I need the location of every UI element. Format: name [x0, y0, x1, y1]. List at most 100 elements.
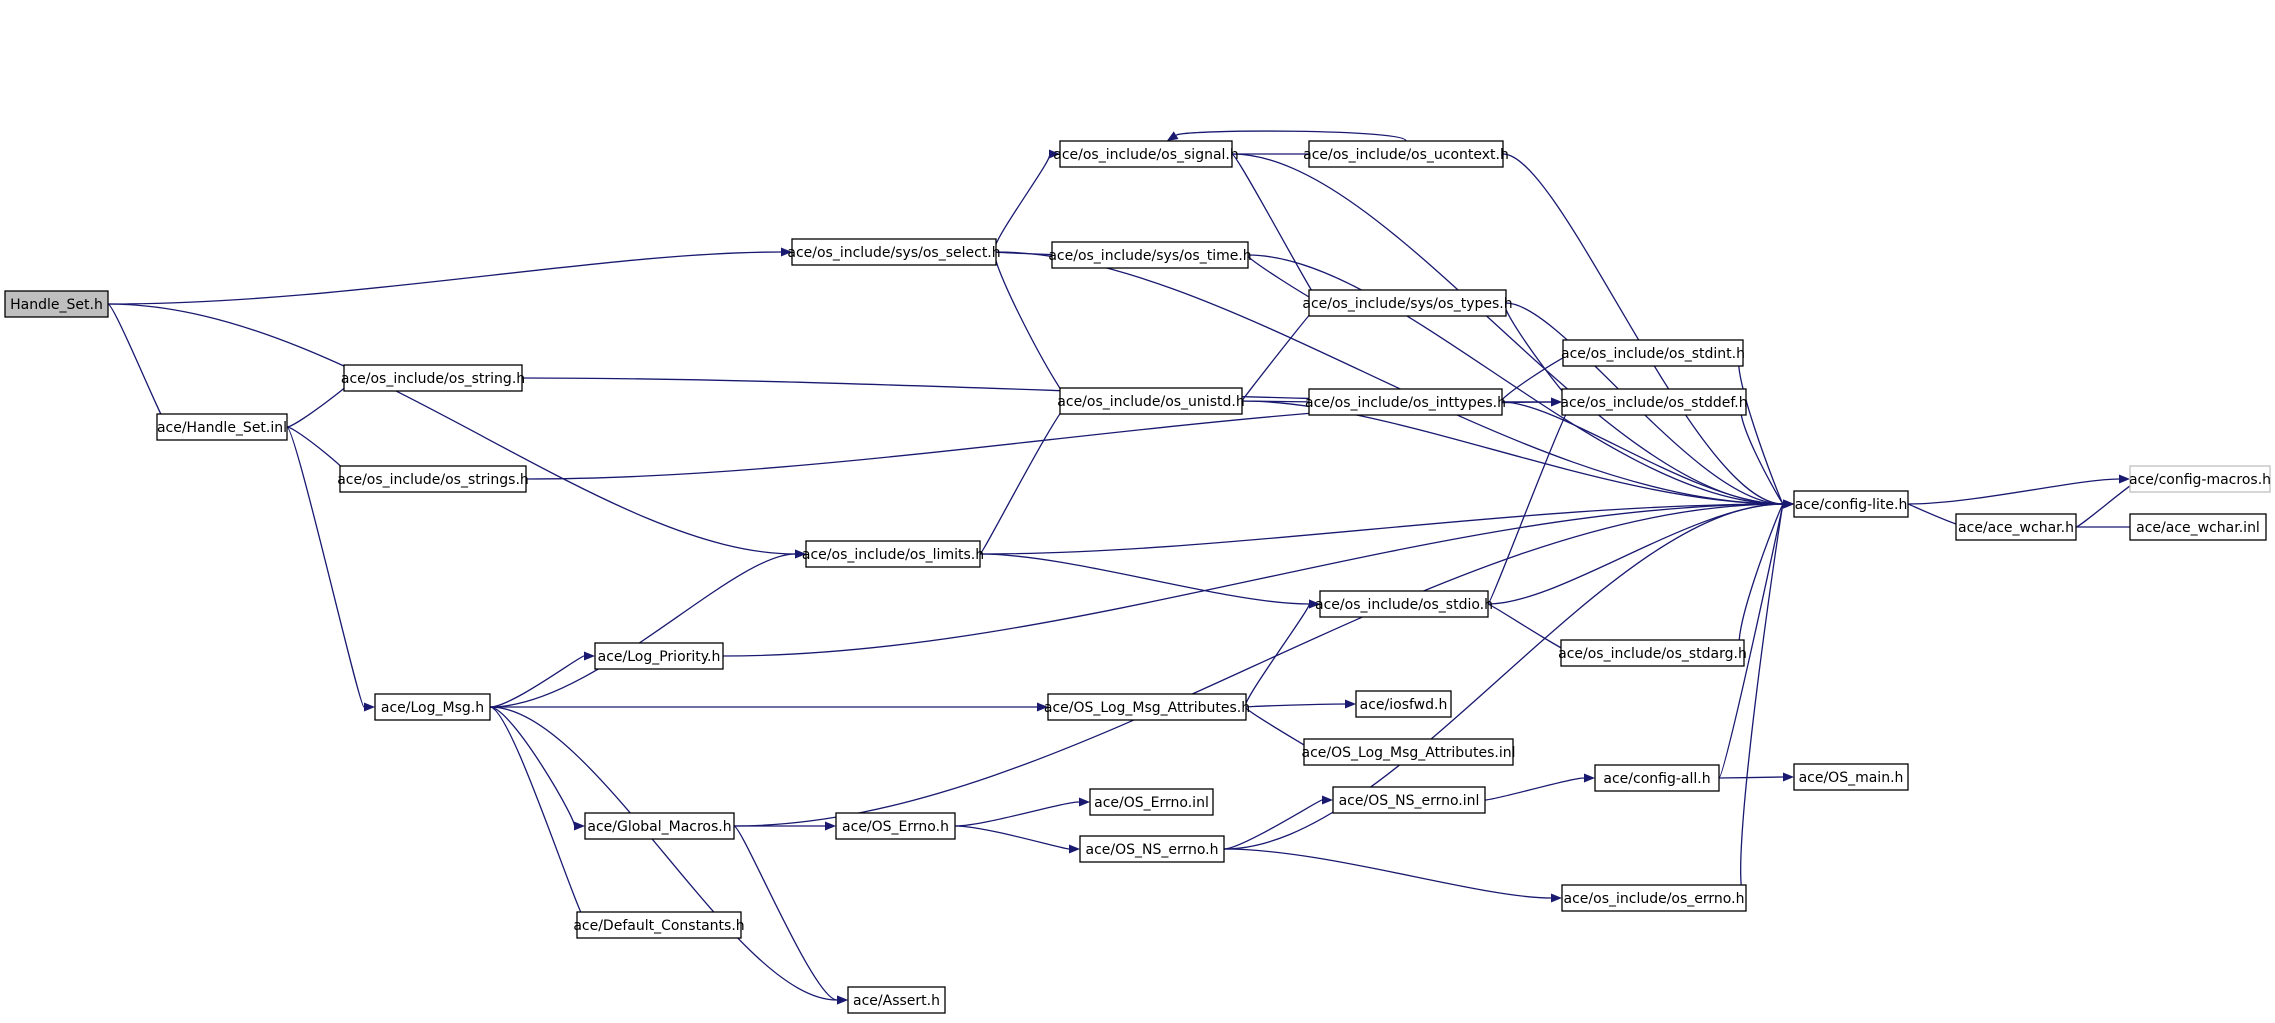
node-label: ace/os_include/os_ucontext.h	[1303, 147, 1509, 163]
node-os-stddef[interactable]: ace/os_include/os_stddef.h	[1560, 388, 1748, 416]
edge-line	[286, 426, 365, 708]
node-box	[835, 812, 956, 840]
node-os-ucontext[interactable]: ace/os_include/os_ucontext.h	[1303, 140, 1509, 168]
edge-line	[489, 706, 589, 926]
edge-line	[1484, 777, 1585, 801]
arrowhead	[1309, 599, 1320, 609]
edge-line	[1247, 254, 1784, 505]
node-box	[2129, 465, 2271, 493]
edge-line	[1738, 503, 1784, 654]
edge-line	[1231, 153, 1784, 505]
node-log-msg[interactable]: ace/Log_Msg.h	[374, 693, 491, 721]
node-label: ace/os_include/os_stdio.h	[1315, 597, 1493, 613]
edge-os_unistd-to-os_types	[1241, 298, 1321, 402]
node-os-string[interactable]: ace/os_include/os_string.h	[341, 364, 525, 392]
node-ace-wchar-inl[interactable]: ace/ace_wchar.inl	[2129, 513, 2267, 541]
node-os-log-msg-attr-inl[interactable]: ace/OS_Log_Msg_Attributes.inl	[1302, 738, 1516, 766]
edge-handle_set_h-to-os_select	[107, 247, 792, 305]
node-label: ace/Default_Constants.h	[573, 918, 744, 934]
node-label: ace/os_include/os_inttypes.h	[1305, 395, 1506, 411]
edge-log_msg-to-assert_h	[489, 706, 848, 1005]
node-handle-set-h[interactable]: Handle_Set.h	[4, 290, 109, 318]
arrowhead	[1551, 893, 1562, 903]
node-box	[1561, 884, 1747, 912]
node-os-inttypes[interactable]: ace/os_include/os_inttypes.h	[1305, 388, 1506, 416]
node-box	[1059, 140, 1233, 168]
node-label: ace/os_include/os_limits.h	[802, 547, 984, 563]
arrowhead	[1049, 149, 1060, 159]
node-os-select[interactable]: ace/os_include/sys/os_select.h	[787, 238, 1001, 266]
arrowhead	[1584, 773, 1595, 783]
edge-os_limits-to-os_unistd	[979, 396, 1072, 555]
edge-os_ns_errno_inl-to-config_all	[1484, 773, 1595, 801]
node-label: ace/Log_Priority.h	[598, 649, 721, 665]
edge-os_select-to-os_unistd	[994, 251, 1072, 406]
node-log-priority[interactable]: ace/Log_Priority.h	[594, 642, 724, 670]
node-os-signal[interactable]: ace/os_include/os_signal.h	[1053, 140, 1239, 168]
node-config-macros[interactable]: ace/config-macros.h	[2129, 465, 2271, 493]
node-label: ace/config-lite.h	[1795, 497, 1908, 513]
node-ace-wchar-h[interactable]: ace/ace_wchar.h	[1955, 513, 2077, 541]
edge-os_stdarg-to-config_lite	[1738, 499, 1794, 654]
node-box	[1594, 764, 1720, 792]
node-os-time[interactable]: ace/os_include/sys/os_time.h	[1048, 241, 1252, 269]
node-assert-h[interactable]: ace/Assert.h	[847, 986, 946, 1014]
node-os-stdio[interactable]: ace/os_include/os_stdio.h	[1315, 590, 1493, 618]
node-os-main[interactable]: ace/OS_main.h	[1793, 763, 1909, 791]
node-box	[1332, 786, 1486, 814]
node-handle-set-inl[interactable]: ace/Handle_Set.inl	[156, 413, 288, 441]
nodes-layer: Handle_Set.h ace/Handle_Set.inl ace/os_inc…	[4, 140, 2271, 1014]
edge-os_signal-to-os_types	[1231, 153, 1321, 308]
node-label: ace/Global_Macros.h	[587, 819, 731, 835]
edge-os_errno_h-to-os_errno_inl	[954, 797, 1090, 827]
edge-os_ucontext-to-config_lite	[1502, 153, 1794, 509]
node-box	[1308, 388, 1503, 416]
edge-line	[954, 801, 1080, 827]
node-os-errno-inl[interactable]: ace/OS_Errno.inl	[1089, 788, 1214, 816]
edge-line	[489, 553, 796, 708]
edge-os_errno_h-to-os_ns_errno_h	[954, 825, 1080, 854]
edge-line	[1740, 503, 1784, 899]
arrowhead	[364, 702, 375, 712]
node-box	[1308, 289, 1507, 317]
node-os-include-errno[interactable]: ace/os_include/os_errno.h	[1561, 884, 1747, 912]
edge-log_msg-to-global_macros	[489, 706, 585, 831]
node-global-macros[interactable]: ace/Global_Macros.h	[584, 812, 735, 840]
node-box	[4, 290, 109, 318]
node-os-log-msg-attr-h[interactable]: ace/OS_Log_Msg_Attributes.h	[1044, 693, 1250, 721]
node-label: ace/ace_wchar.inl	[2136, 520, 2260, 536]
edge-os_ns_errno_h-to-os_include_errno	[1223, 848, 1562, 903]
node-box	[1955, 513, 2077, 541]
arrowhead	[574, 821, 585, 831]
arrowhead	[1322, 795, 1333, 805]
node-label: ace/OS_Errno.h	[842, 819, 949, 835]
node-box	[1793, 490, 1909, 518]
node-box	[584, 812, 735, 840]
node-iosfwd[interactable]: ace/iosfwd.h	[1355, 690, 1452, 718]
node-config-lite[interactable]: ace/config-lite.h	[1793, 490, 1909, 518]
node-os-ns-errno-h[interactable]: ace/OS_NS_errno.h	[1079, 835, 1225, 863]
node-os-types[interactable]: ace/os_include/sys/os_types.h	[1302, 289, 1513, 317]
edge-log_msg-to-default_constants	[489, 706, 589, 930]
node-os-unistd[interactable]: ace/os_include/os_unistd.h	[1057, 387, 1245, 415]
edge-config_lite-to-config_macros	[1907, 474, 2130, 505]
edge-line	[733, 825, 838, 1001]
node-label: ace/os_include/os_stddef.h	[1560, 395, 1747, 411]
edge-line	[107, 303, 169, 428]
node-os-errno-h[interactable]: ace/OS_Errno.h	[835, 812, 956, 840]
node-os-limits[interactable]: ace/os_include/os_limits.h	[802, 540, 984, 568]
node-os-stdint[interactable]: ace/os_include/os_stdint.h	[1561, 339, 1745, 367]
edge-line	[1907, 478, 2120, 505]
node-os-stdarg[interactable]: ace/os_include/os_stdarg.h	[1558, 639, 1747, 667]
node-label: ace/OS_NS_errno.h	[1085, 842, 1218, 858]
node-default-constants[interactable]: ace/Default_Constants.h	[573, 911, 745, 939]
edge-line	[993, 153, 1051, 253]
node-box	[1303, 738, 1514, 766]
node-label: ace/OS_main.h	[1799, 770, 1904, 786]
node-os-strings[interactable]: ace/os_include/os_strings.h	[337, 465, 529, 493]
edge-config_all-to-os_main	[1718, 772, 1794, 782]
edge-os_include_errno-to-config_lite	[1740, 499, 1794, 899]
node-config-all[interactable]: ace/config-all.h	[1594, 764, 1720, 792]
node-os-ns-errno-inl[interactable]: ace/OS_NS_errno.inl	[1332, 786, 1486, 814]
node-label: ace/config-all.h	[1603, 771, 1710, 787]
